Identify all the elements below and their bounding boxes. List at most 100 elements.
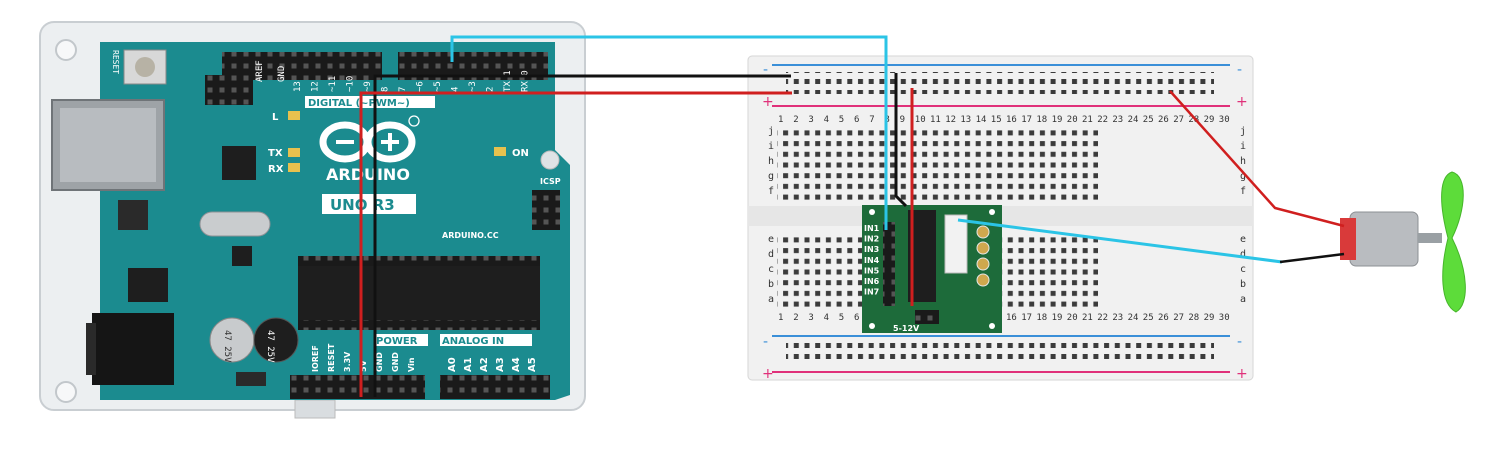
top-plus-left: + [762, 94, 774, 110]
wire-black-motor [1279, 252, 1345, 264]
analog-pin-2: A2 [479, 357, 490, 372]
atmega-chip [298, 266, 540, 320]
dc-motor-with-propeller [1340, 171, 1466, 313]
tx-label: TX [268, 148, 283, 159]
column-number-top-20: 20 [1067, 115, 1078, 125]
column-number-bottom-16: 16 [1006, 313, 1017, 323]
bottom-plus-right: + [1236, 366, 1248, 382]
column-number-bottom-6: 6 [854, 313, 859, 323]
column-number-bottom-2: 2 [793, 313, 798, 323]
gnd-label: GND [277, 66, 287, 82]
column-number-top-13: 13 [960, 115, 971, 125]
column-number-bottom-29: 29 [1204, 313, 1215, 323]
propeller [1441, 171, 1466, 313]
power-header [290, 375, 425, 399]
wire-black-driver-gnd [894, 73, 908, 208]
column-number-top-25: 25 [1143, 115, 1154, 125]
row-letter-top-right-j: j [1240, 126, 1246, 137]
column-number-bottom-30: 30 [1219, 313, 1230, 323]
column-number-bottom-26: 26 [1158, 313, 1169, 323]
row-letter-top-h: h [768, 156, 774, 167]
column-number-top-4: 4 [824, 115, 829, 125]
top-minus-right: - [1237, 62, 1242, 78]
column-number-top-27: 27 [1173, 115, 1184, 125]
column-number-top-18: 18 [1036, 115, 1047, 125]
upper-terminal-holes [777, 126, 1098, 201]
motor-connector [944, 214, 968, 274]
l-label: L [272, 112, 279, 123]
aref-label: AREF [255, 60, 265, 82]
analog-pin-4: A4 [511, 357, 522, 372]
driver-input-IN4: IN4 [864, 256, 880, 265]
column-number-bottom-4: 4 [824, 313, 829, 323]
arduino-logo [319, 115, 420, 163]
column-number-bottom-18: 18 [1036, 313, 1047, 323]
led-rx [288, 163, 300, 172]
column-number-top-9: 9 [900, 115, 905, 125]
row-letter-bottom-right-d: d [1240, 249, 1246, 260]
digital-pin-3: ~10 [346, 76, 356, 92]
column-number-bottom-23: 23 [1112, 313, 1123, 323]
motor-end-cap [1340, 218, 1356, 260]
row-letter-top-j: j [768, 126, 774, 137]
digital-pin-7: ~6 [416, 81, 426, 92]
column-number-bottom-5: 5 [839, 313, 844, 323]
column-number-top-10: 10 [915, 115, 926, 125]
column-number-bottom-28: 28 [1188, 313, 1199, 323]
row-letter-top-right-g: g [1240, 171, 1246, 182]
input-header [883, 222, 895, 306]
crystal [199, 211, 271, 237]
power-pin-3: 5V [359, 359, 368, 372]
digital-pin-10: ~3 [468, 81, 478, 92]
row-letter-top-g: g [768, 171, 774, 182]
column-number-bottom-19: 19 [1052, 313, 1063, 323]
capacitor-2 [253, 317, 299, 363]
column-number-top-23: 23 [1112, 115, 1123, 125]
digital-pin-6: 7 [398, 87, 408, 92]
column-number-bottom-22: 22 [1097, 313, 1108, 323]
digital-pin-2: ~11 [328, 76, 338, 92]
column-number-top-30: 30 [1219, 115, 1230, 125]
column-number-top-11: 11 [930, 115, 941, 125]
dc-jack [92, 313, 174, 385]
on-label: ON [512, 148, 529, 159]
led-tx [288, 148, 300, 157]
row-letter-top-f: f [768, 186, 774, 197]
row-letter-bottom-c: c [768, 264, 774, 275]
column-number-top-3: 3 [808, 115, 813, 125]
usb-chip [222, 146, 256, 180]
digital-pin-4: ~9 [363, 81, 373, 92]
column-number-bottom-17: 17 [1021, 313, 1032, 323]
column-number-bottom-3: 3 [808, 313, 813, 323]
rx-label: RX [268, 164, 284, 175]
reset-label: RESET [111, 50, 120, 74]
digital-pin-0: 13 [293, 81, 303, 92]
column-number-top-1: 1 [778, 115, 783, 125]
driver-input-IN5: IN5 [864, 266, 880, 275]
top-plus-right: + [1236, 94, 1248, 110]
column-number-top-28: 28 [1188, 115, 1199, 125]
icsp-header [532, 190, 560, 230]
column-number-top-5: 5 [839, 115, 844, 125]
row-letter-bottom-b: b [768, 279, 774, 290]
column-number-top-19: 19 [1052, 115, 1063, 125]
column-number-top-29: 29 [1204, 115, 1215, 125]
power-label: POWER [376, 336, 418, 347]
row-letter-bottom-a: a [768, 294, 774, 305]
power-pin-1: RESET [327, 343, 336, 372]
analog-pin-1: A1 [463, 357, 474, 372]
voltage-regulator [128, 268, 168, 302]
digital-pin-9: 4 [451, 87, 461, 92]
digital-pin-12: TX 1 [503, 70, 513, 92]
digital-pin-8: ~5 [433, 81, 443, 92]
column-number-bottom-20: 20 [1067, 313, 1078, 323]
column-number-top-17: 17 [1021, 115, 1032, 125]
column-number-top-22: 22 [1097, 115, 1108, 125]
row-letter-top-right-h: h [1240, 156, 1246, 167]
analog-label: ANALOG IN [442, 336, 504, 347]
row-letter-bottom-right-e: e [1240, 234, 1246, 245]
